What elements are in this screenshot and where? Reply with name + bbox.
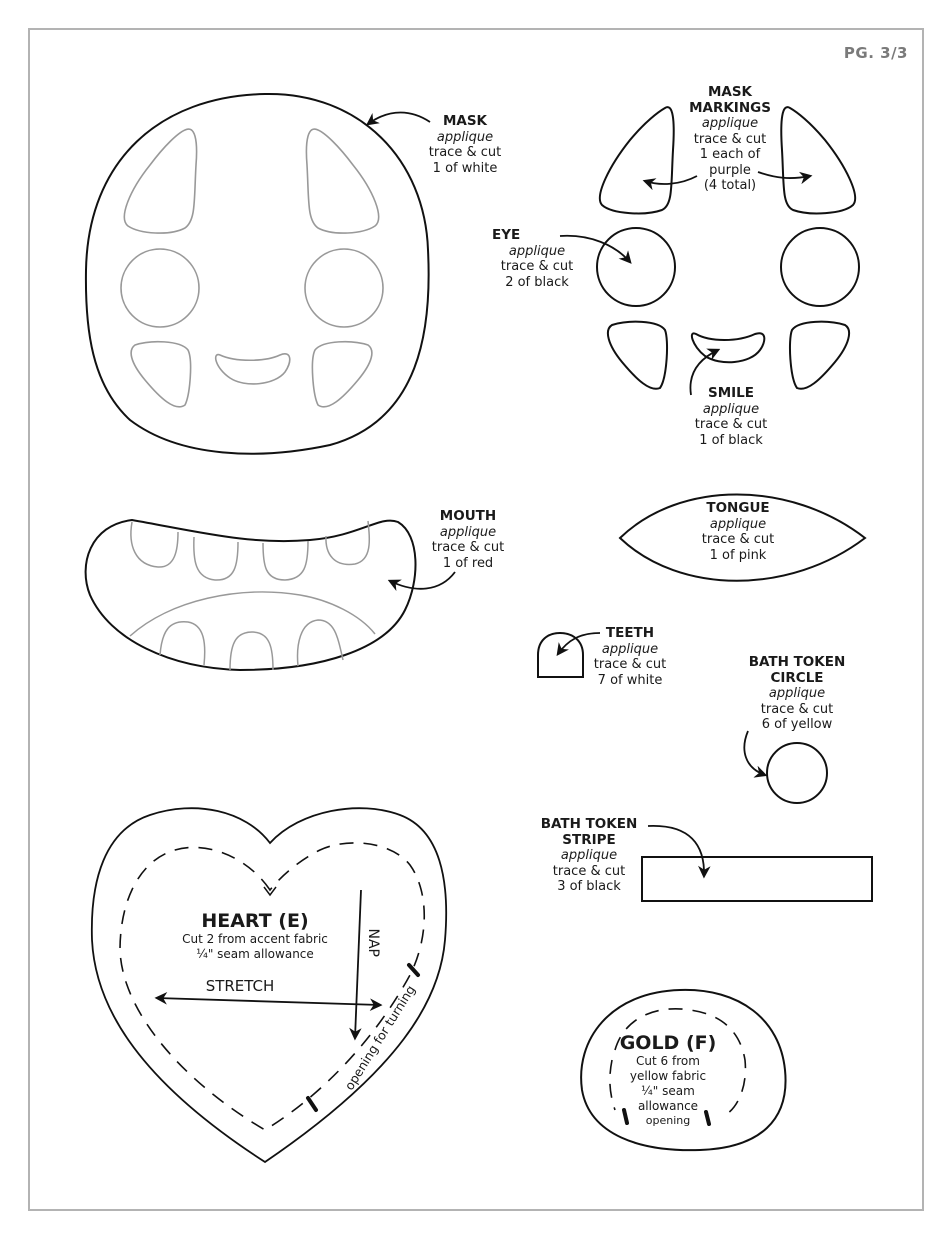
smile-label: SMILE applique trace & cut 1 of black: [694, 385, 768, 448]
page-number: PG. 3/3: [843, 44, 908, 62]
bath-token-stripe-label: BATH TOKEN STRIPE applique trace & cut 3…: [540, 816, 638, 894]
teeth-arrow: [556, 632, 601, 657]
mask-markings-pieces: [596, 106, 860, 390]
heart-label: HEART (E) Cut 2 from accent fabric ¼" se…: [182, 910, 328, 961]
stretch-label: STRETCH: [205, 977, 275, 995]
teeth-piece: [537, 631, 584, 678]
mask-arrow: [365, 111, 431, 126]
eye-label: EYE applique trace & cut 2 of black: [492, 227, 574, 290]
gold-piece: [580, 988, 787, 1152]
page-frame: [28, 28, 924, 1211]
mask-label: MASK applique trace & cut 1 of white: [428, 113, 502, 176]
mouth-piece: [84, 518, 417, 672]
markings-arrow-right: [757, 171, 813, 185]
mask-piece: [84, 92, 430, 455]
mouth-label: MOUTH applique trace & cut 1 of red: [431, 508, 505, 571]
eye-arrow: [559, 234, 632, 264]
smile-arrow: [689, 348, 721, 396]
tongue-label: TONGUE applique trace & cut 1 of pink: [701, 500, 775, 563]
bath-token-stripe-piece: [641, 856, 873, 902]
mouth-arrow: [387, 571, 456, 592]
teeth-label: TEETH applique trace & cut 7 of white: [593, 625, 667, 688]
heart-piece: [90, 807, 448, 1164]
mask-markings-label: MASK MARKINGS applique trace & cut 1 eac…: [689, 84, 771, 193]
bath-token-circle-piece: [766, 742, 828, 804]
gold-label: GOLD (F) Cut 6 from yellow fabric ¼" sea…: [619, 1032, 717, 1127]
bath-token-circle-arrow: [743, 730, 768, 778]
bath-token-circle-label: BATH TOKEN CIRCLE applique trace & cut 6…: [748, 654, 846, 732]
markings-arrow-left: [642, 175, 698, 191]
tongue-piece: [618, 493, 867, 582]
nap-label: NAP: [364, 928, 381, 958]
bath-token-stripe-arrow: [647, 825, 711, 879]
